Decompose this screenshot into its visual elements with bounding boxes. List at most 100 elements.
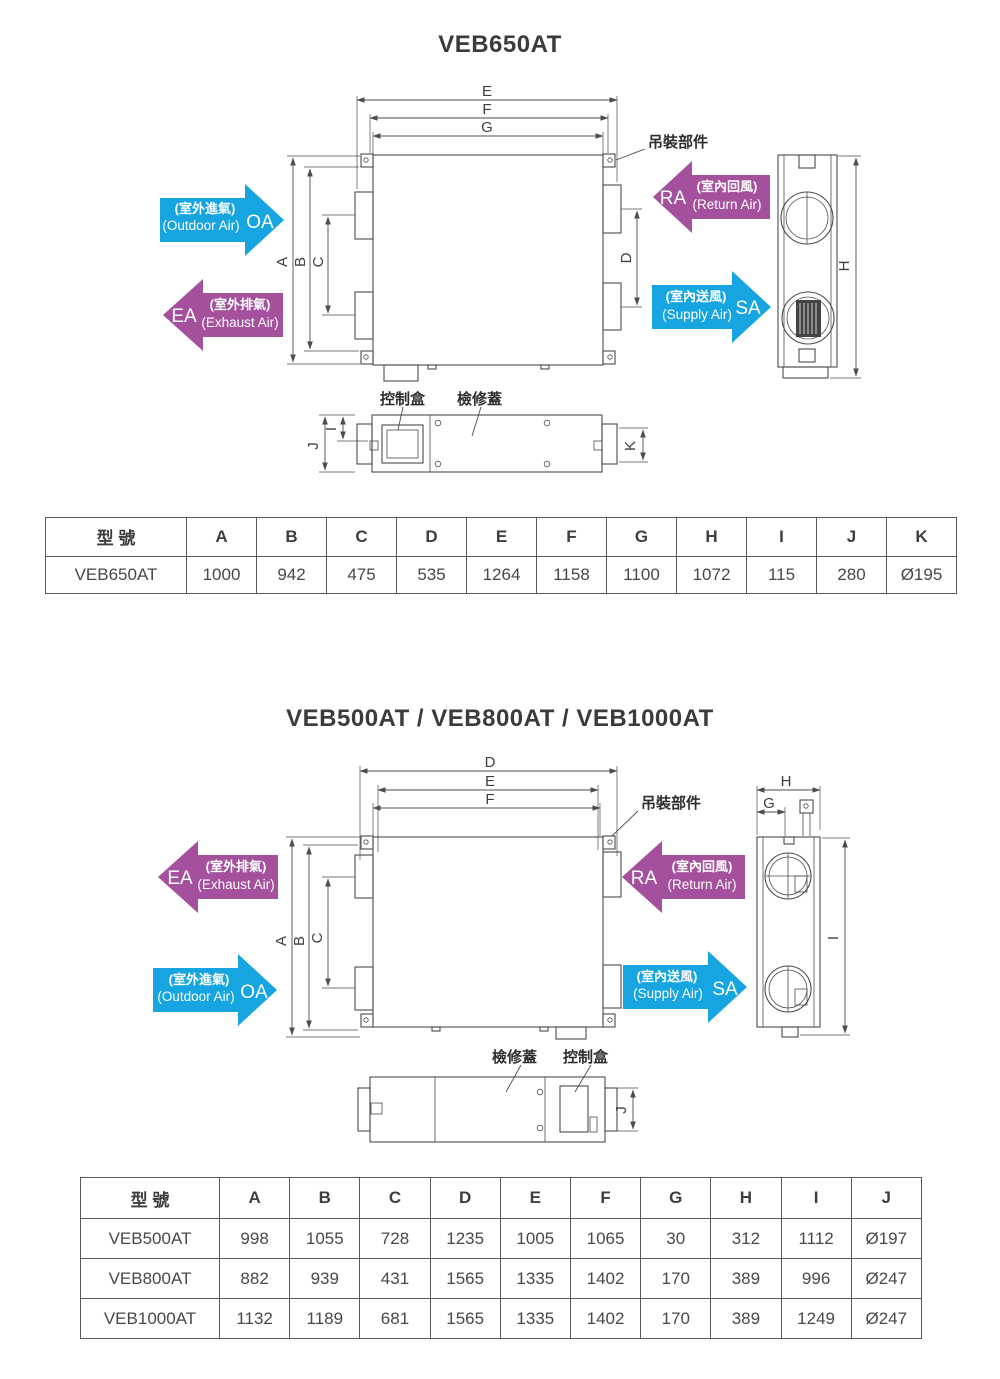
- sa-arrow-shape: [623, 951, 747, 1023]
- oa-arrow: (室外進氣) (Outdoor Air) OA: [160, 184, 284, 256]
- leader-line: [397, 406, 404, 431]
- latch: [369, 440, 379, 451]
- sa-arrow-code: SA: [712, 979, 738, 1000]
- table-header-cell: F: [536, 518, 606, 556]
- hanging-bracket: [360, 1013, 374, 1028]
- ea-arrow: EA (室外排氣) (Exhaust Air): [158, 841, 278, 913]
- table-header-cell: B: [289, 1178, 359, 1218]
- sa-arrow: (室內送風) (Supply Air) SA: [652, 271, 771, 343]
- bottom-view-left-cap: [356, 423, 373, 465]
- dim-label-b: B: [291, 936, 308, 946]
- hanging-bracket: [602, 1013, 616, 1028]
- sa-arrow-en: (Supply Air): [633, 986, 703, 1001]
- bracket-hole: [363, 1017, 369, 1023]
- sa-arrow-en: (Supply Air): [662, 307, 732, 322]
- table-cell: 996: [780, 1258, 851, 1298]
- table-header-cell: J: [816, 518, 886, 556]
- oa-arrow-shape: [153, 954, 277, 1026]
- table-header-cell: F: [569, 1178, 640, 1218]
- oa-arrow-shape: [160, 184, 284, 256]
- oa-arrow: (室外進氣) (Outdoor Air) OA: [153, 954, 277, 1026]
- table-cell: Ø247: [850, 1298, 921, 1338]
- ea-arrow-code: EA: [171, 306, 197, 327]
- ea-arrow-en: (Exhaust Air): [197, 877, 274, 892]
- sa-arrow-code: SA: [735, 298, 761, 319]
- veb650at-diagram: E F G: [160, 83, 861, 473]
- duct-stub-oa: [354, 966, 374, 1011]
- table-header-cell: B: [256, 518, 326, 556]
- table-cell: 1235: [429, 1218, 500, 1258]
- table-cell: 30: [640, 1218, 711, 1258]
- table-cell: 1565: [429, 1298, 500, 1338]
- front-view-body: [372, 836, 604, 1028]
- ra-arrow: RA (室內回風) (Return Air): [622, 841, 745, 913]
- table-cell: Ø197: [850, 1218, 921, 1258]
- ra-arrow-en: (Return Air): [667, 877, 736, 892]
- dim-label-j: J: [305, 442, 322, 450]
- table-cell: 115: [746, 555, 816, 593]
- screw-hole: [543, 460, 551, 468]
- bracket-hole: [607, 839, 613, 845]
- dim-label-g: G: [763, 795, 775, 812]
- latch: [589, 1116, 598, 1133]
- table-cell: 1100: [606, 555, 676, 593]
- side-view-foot: [782, 366, 829, 379]
- table-cell: 1072: [676, 555, 746, 593]
- top-notch: [783, 836, 795, 845]
- section1-title: VEB650AT: [438, 31, 562, 58]
- table-header-cell: 型 號: [96, 529, 136, 549]
- table-cell: VEB1000AT: [81, 1298, 219, 1338]
- leader-line: [611, 810, 639, 837]
- dim-label-a: A: [274, 257, 291, 267]
- bottom-view-left-cap: [357, 1087, 371, 1132]
- ea-arrow-code: EA: [167, 868, 193, 889]
- dim-label-e: E: [485, 773, 495, 790]
- hanging-bracket: [799, 799, 814, 814]
- table-header-cell: J: [850, 1178, 921, 1218]
- inspection-cover-label: 檢修蓋: [492, 1048, 537, 1066]
- table-header-cell: E: [466, 518, 536, 556]
- ea-arrow-en: (Exhaust Air): [201, 315, 278, 330]
- table-cell: 535: [396, 555, 466, 593]
- foot: [539, 1026, 549, 1032]
- ea-arrow-zh: (室外排氣): [206, 859, 267, 874]
- bracket-hole: [607, 157, 613, 163]
- table-cell: 728: [359, 1218, 430, 1258]
- table-header-cell: C: [359, 1178, 429, 1218]
- table-header-cell: 型 號: [130, 1190, 170, 1210]
- ea-arrow: EA (室外排氣) (Exhaust Air): [163, 279, 283, 351]
- leader-line: [574, 1064, 592, 1093]
- table-cell: 431: [359, 1258, 430, 1298]
- table-cell: 1264: [466, 555, 536, 593]
- table-cell: 1132: [219, 1298, 290, 1338]
- control-box-label: 控制盒: [380, 390, 426, 408]
- ra-arrow-zh: (室內回風): [697, 179, 758, 194]
- bottom-bracket: [798, 348, 816, 363]
- screw-hole: [434, 460, 442, 468]
- table-cell: 1112: [780, 1218, 851, 1258]
- table-cell: 170: [640, 1258, 711, 1298]
- hanging-bracket: [360, 153, 374, 168]
- foot: [540, 364, 550, 370]
- table-cell: 942: [256, 555, 326, 593]
- sa-arrow-shape: [652, 271, 771, 343]
- screw-hole: [536, 1124, 544, 1132]
- table-cell: Ø247: [850, 1258, 921, 1298]
- hanging-parts-label: 吊裝部件: [641, 794, 701, 812]
- port-circle: [781, 291, 835, 345]
- screw-hole: [536, 1088, 544, 1096]
- table-cell: 1402: [569, 1298, 641, 1338]
- control-box-inner: [386, 429, 419, 459]
- duct-stub-ea: [354, 854, 374, 899]
- latch: [370, 1102, 383, 1115]
- table-cell: 939: [289, 1258, 360, 1298]
- table-header-cell: K: [886, 518, 956, 556]
- control-box-label: 控制盒: [563, 1048, 609, 1066]
- bottom-view-right-cap: [601, 423, 618, 465]
- dim-label-k: K: [622, 441, 639, 451]
- oa-arrow-code: OA: [240, 982, 268, 1003]
- table-cell: 280: [816, 555, 886, 593]
- table-cell: VEB800AT: [81, 1258, 219, 1298]
- ra-arrow-code: RA: [660, 188, 687, 209]
